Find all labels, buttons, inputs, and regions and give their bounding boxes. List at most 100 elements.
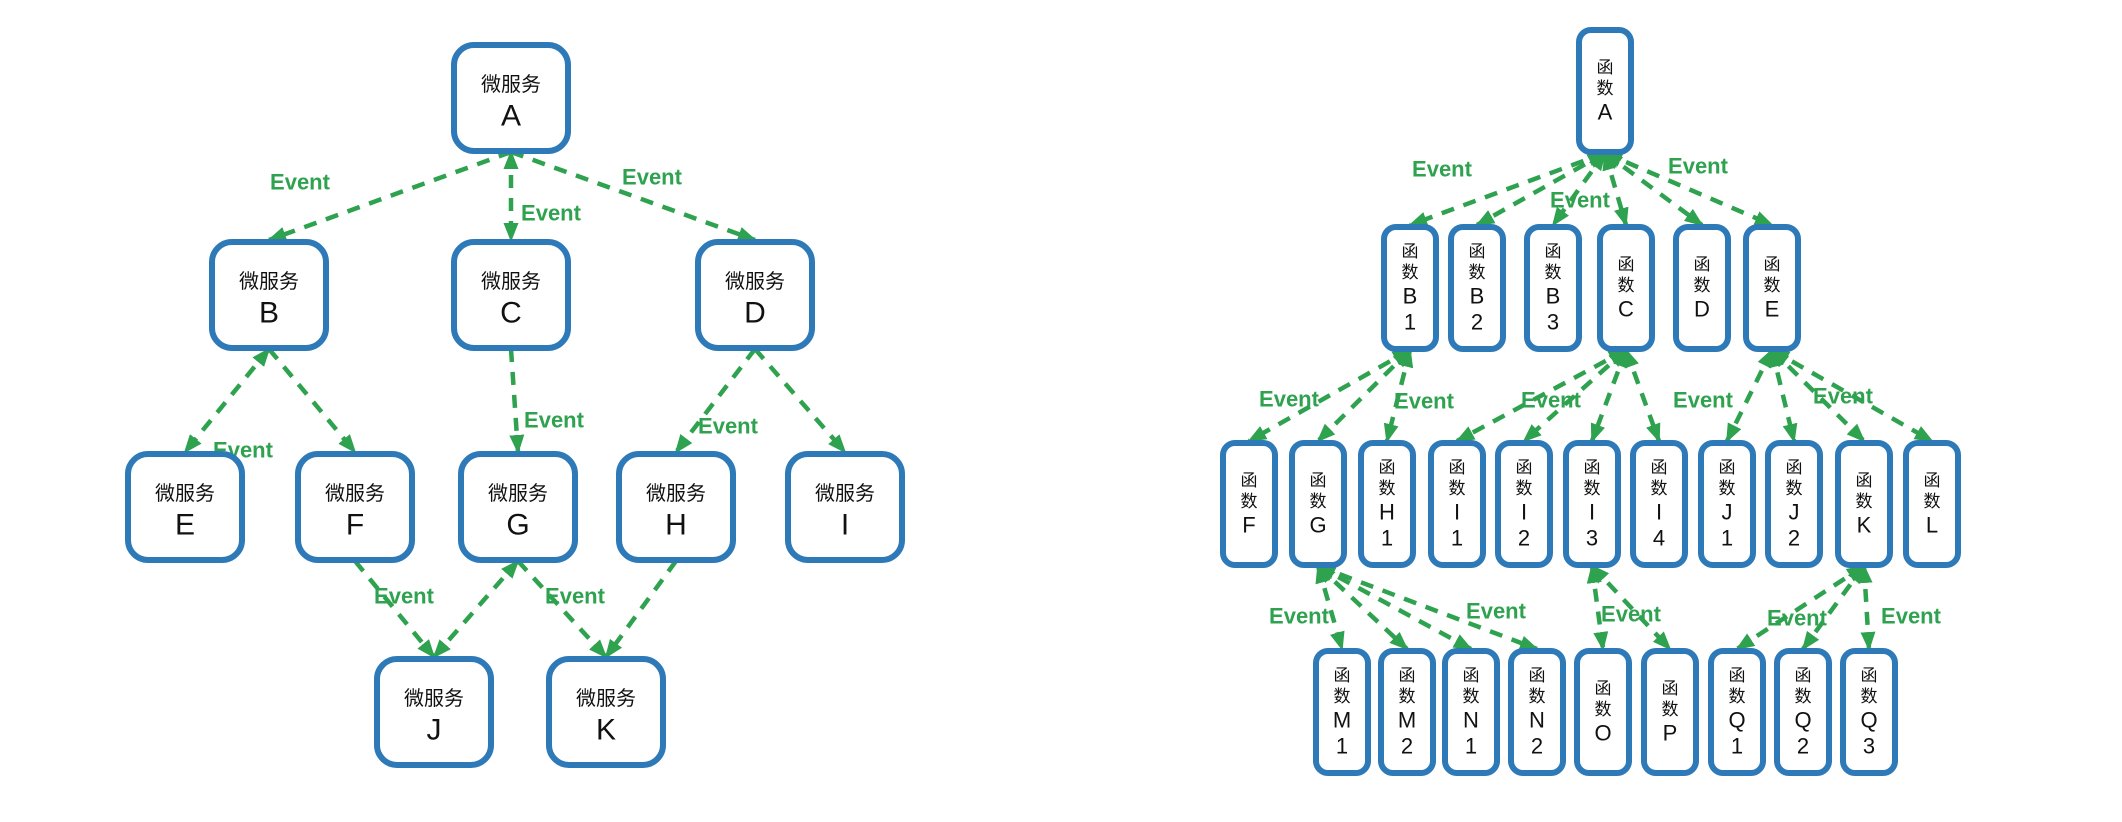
edge-functions-E-J2 [1768,348,1798,443]
edge-label-functions-B1-H1: Event [1394,389,1455,414]
node-box-functions-F [1220,440,1278,568]
node-box-functions-Q3 [1840,648,1898,776]
node-box-microservices-J [374,656,494,768]
edge-label-functions-A-C: Event [1550,188,1611,213]
edge-functions-C-I3 [1589,348,1629,443]
edge-label-functions-B1-F: Event [1259,387,1320,412]
node-box-microservices-K [546,656,666,768]
node-box-functions-G [1289,440,1347,568]
edge-functions-K-Q3 [1857,564,1876,651]
edge-microservices-C-G [508,348,525,454]
edge-label-functions-C-I2: Event [1521,388,1582,413]
node-box-functions-L [1903,440,1961,568]
node-box-functions-B2 [1448,224,1506,352]
node-box-functions-P [1641,648,1699,776]
edge-microservices-B-F [267,347,357,454]
edge-functions-A-B3 [1551,151,1607,227]
edge-functions-E-L [1770,348,1934,443]
edge-functions-A-E [1603,150,1774,228]
edge-label-functions-E-J1: Event [1673,388,1734,413]
node-box-microservices-F [295,451,415,563]
edge-label-microservices-F-J: Event [374,584,435,609]
edge-functions-G-N2 [1316,563,1539,652]
edge-functions-I3-P [1590,564,1672,651]
node-box-functions-Q1 [1708,648,1766,776]
node-box-microservices-B [209,239,329,351]
node-box-microservices-E [125,451,245,563]
edge-label-microservices-A-B: Event [270,170,331,195]
node-box-functions-I3 [1563,440,1621,568]
edge-label-functions-K-Q3: Event [1881,604,1942,629]
edge-label-functions-A-E: Event [1668,154,1729,179]
edge-label-microservices-C-G: Event [524,408,585,433]
node-box-functions-Q2 [1774,648,1832,776]
edge-functions-B1-H1 [1383,348,1414,443]
node-box-functions-J2 [1765,440,1823,568]
edge-label-functions-A-B1: Event [1412,157,1473,182]
node-box-functions-H1 [1358,440,1416,568]
edge-label-microservices-D-H: Event [698,414,759,439]
edge-label-microservices-A-D: Event [622,165,683,190]
node-box-functions-C [1597,224,1655,352]
node-box-functions-I1 [1428,440,1486,568]
node-box-microservices-H [616,451,736,563]
node-box-functions-I2 [1495,440,1553,568]
edge-microservices-D-I [753,347,847,454]
edge-microservices-A-B [267,149,512,243]
node-box-functions-E [1743,224,1801,352]
node-box-functions-N2 [1508,648,1566,776]
